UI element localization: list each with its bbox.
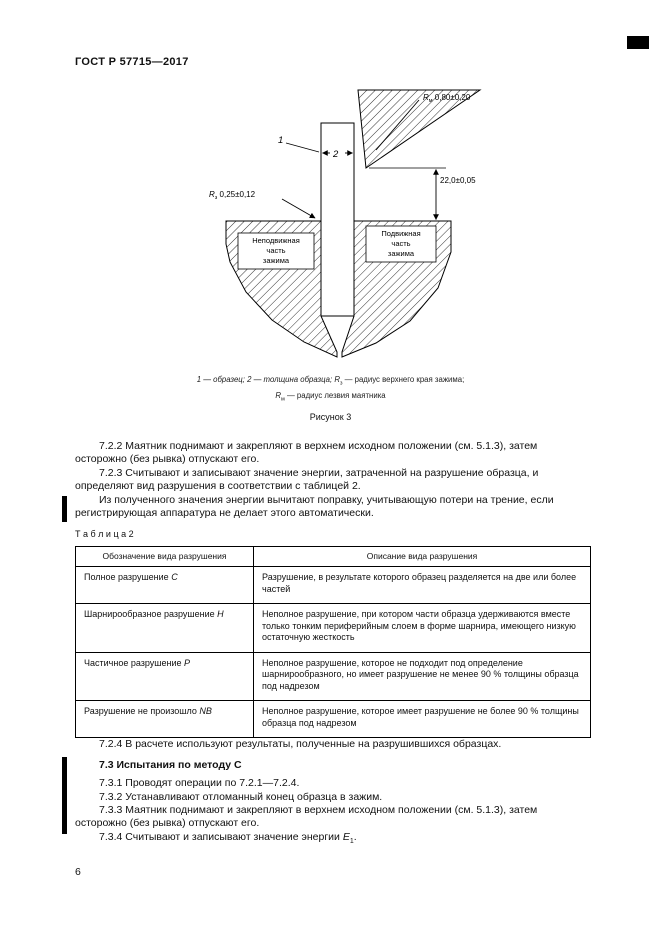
heading-7-3: 7.3 Испытания по методу С <box>99 758 242 771</box>
table-row: Шарнирообразное разрушение Н Неполное ра… <box>75 603 591 653</box>
paragraph-7-3-4: 7.3.4 Считывают и записывают значение эн… <box>99 830 357 845</box>
figure-3-diagram: Неподвижная часть зажима Подвижная часть… <box>209 89 482 358</box>
fixed-clamp-label-line2: часть <box>266 246 285 255</box>
table-header-row: Обозначение вида разрушения Описание вид… <box>75 545 591 568</box>
callout-1-label: 1 <box>278 135 283 146</box>
paragraph-7-3-2: 7.3.2 Устанавливают отломанный конец обр… <box>99 790 383 803</box>
failure-description-cell: Неполное разрушение, которое не подходит… <box>253 651 591 702</box>
movable-clamp-label-line3: зажима <box>388 249 415 258</box>
table-row: Полное разрушение С Разрушение, в резуль… <box>75 566 591 605</box>
table-label: Т а б л и ц а 2 <box>75 529 134 540</box>
table-row: Частичное разрушение Р Неполное разрушен… <box>75 651 591 702</box>
fixed-clamp-label-line3: зажима <box>263 256 290 265</box>
page-number: 6 <box>75 866 81 878</box>
pendulum-blade <box>357 89 482 169</box>
dim-label: 22,0±0,05 <box>440 176 476 185</box>
scan-artifact-edge-2 <box>62 757 67 834</box>
failure-type-cell: Полное разрушение С <box>75 566 254 605</box>
failure-type-cell: Шарнирообразное разрушение Н <box>75 603 254 653</box>
table-header-description: Описание вида разрушения <box>253 545 591 568</box>
fixed-clamp-label-box <box>237 232 315 270</box>
figure-caption: 1 — образец; 2 — толщина образца; Rз — р… <box>0 374 661 405</box>
scan-artifact-edge-1 <box>62 496 67 522</box>
failure-description-cell: Неполное разрушение, которое имеет разру… <box>253 700 591 739</box>
failure-description-cell: Разрушение, в результате которого образе… <box>253 566 591 605</box>
rz-label: Rз 0,25±0,12 <box>209 190 256 201</box>
figure-caption-line1: 1 — образец; 2 — толщина образца; Rз — р… <box>196 375 465 387</box>
movable-clamp-label-box <box>365 225 437 263</box>
body-text: 7.2.2 Маятник поднимают и закрепляют в в… <box>75 440 591 848</box>
rm-label: Rм 0,80±0,20 <box>423 93 471 104</box>
fixed-clamp-label-line1: Неподвижная <box>252 236 300 245</box>
movable-clamp-label-line1: Подвижная <box>381 229 420 238</box>
paragraph-7-2-4: 7.2.4 В расчете используют результаты, п… <box>99 738 502 751</box>
document-title: ГОСТ Р 57715—2017 <box>75 56 189 68</box>
figure-caption-line2: Rм — радиус лезвия маятника <box>275 390 386 403</box>
table-2: Обозначение вида разрушения Описание вид… <box>75 545 591 739</box>
table-row: Разрушение не произошло NB Неполное разр… <box>75 700 591 739</box>
paragraph-7-2-3: 7.2.3 Считывают и записывают значение эн… <box>75 466 539 493</box>
scan-artifact-corner <box>627 36 649 49</box>
callout-2-label: 2 <box>332 149 339 160</box>
rm-leader <box>375 99 420 151</box>
movable-clamp-label-line2: часть <box>391 239 410 248</box>
paragraph-7-2-3-note: Из полученного значения энергии вычитают… <box>75 493 554 520</box>
paragraph-7-2-2: 7.2.2 Маятник поднимают и закрепляют в в… <box>75 440 538 466</box>
rz-leader <box>281 198 316 219</box>
callout-1-leader <box>285 142 320 153</box>
paragraph-7-3-1: 7.3.1 Проводят операции по 7.2.1—7.2.4. <box>99 777 300 790</box>
failure-type-cell: Частичное разрушение Р <box>75 651 254 702</box>
paragraph-7-3-3: 7.3.3 Маятник поднимают и закрепляют в в… <box>75 803 538 830</box>
figure-title: Рисунок 3 <box>309 412 352 422</box>
table-header-type: Обозначение вида разрушения <box>75 545 254 568</box>
failure-type-cell: Разрушение не произошло NB <box>75 700 254 739</box>
failure-description-cell: Неполное разрушение, при котором части о… <box>253 603 591 653</box>
